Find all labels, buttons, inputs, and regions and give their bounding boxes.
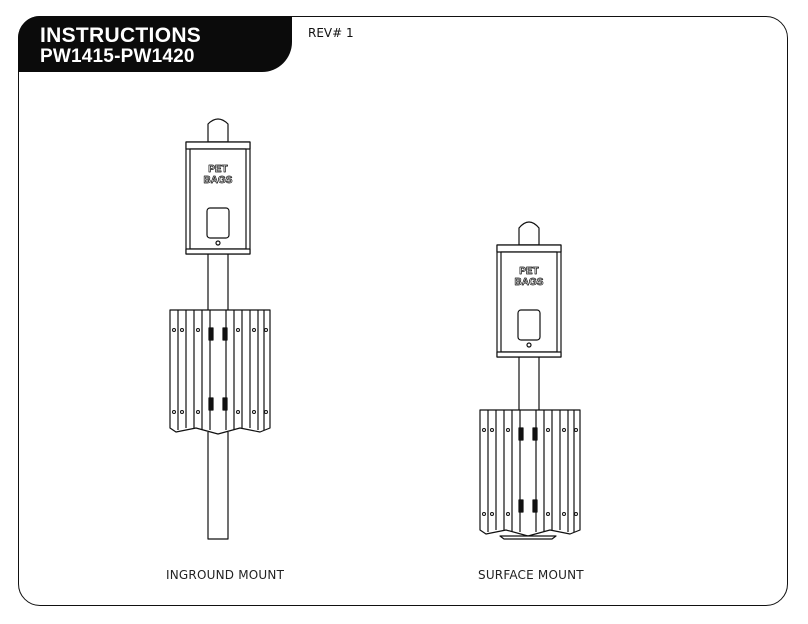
- surface-mount-illustration: PET BAGS: [479, 221, 581, 540]
- inground-mount-illustration: PET BAGS: [169, 118, 271, 540]
- dispenser-label-pet: PET: [208, 164, 227, 175]
- dispenser-label-bags: BAGS: [204, 175, 233, 186]
- receptacle-slats: [169, 309, 271, 435]
- model-range: PW1415-PW1420: [40, 46, 195, 67]
- surface-mount-caption: SURFACE MOUNT: [478, 568, 584, 582]
- dispenser-label-bags: BAGS: [515, 277, 544, 288]
- receptacle-slats: [479, 409, 581, 540]
- document-title: INSTRUCTIONS: [40, 24, 202, 47]
- inground-mount-caption: INGROUND MOUNT: [166, 568, 285, 582]
- title-banner: INSTRUCTIONS PW1415-PW1420: [18, 16, 292, 72]
- revision-label: REV# 1: [308, 26, 354, 40]
- dispenser-label-pet: PET: [519, 266, 538, 277]
- page-frame: [18, 16, 788, 606]
